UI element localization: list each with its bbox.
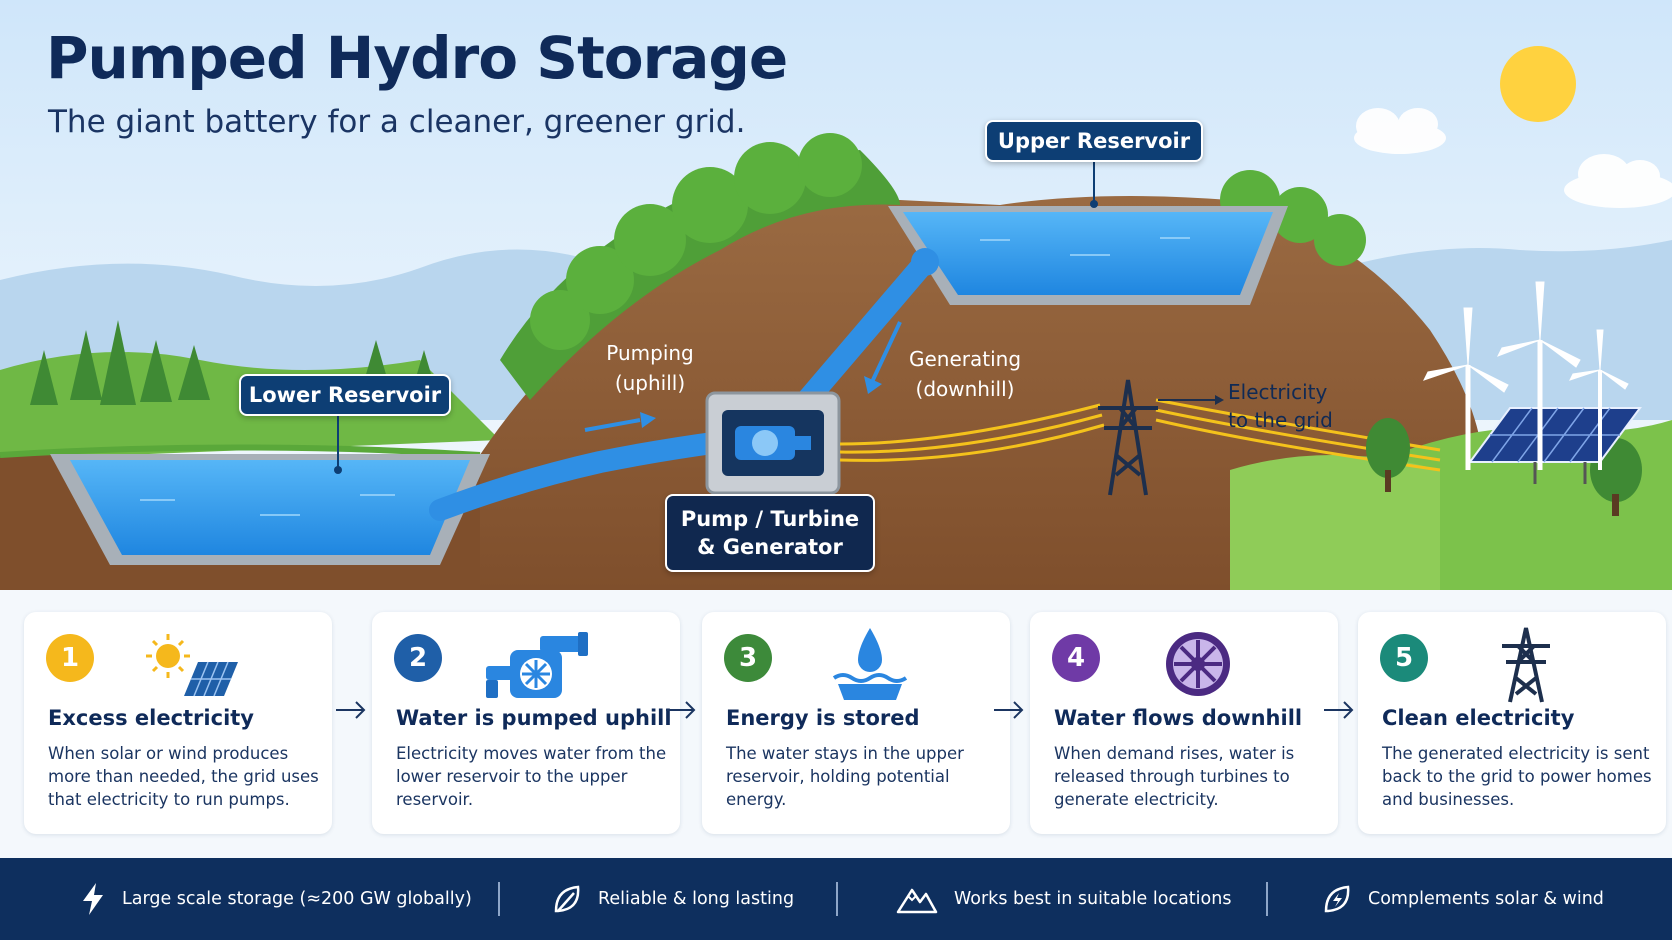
page-subtitle: The giant battery for a cleaner, greener… bbox=[48, 104, 746, 140]
grid-label: Electricity to the grid bbox=[1228, 378, 1378, 434]
feature-item-locations: Works best in suitable locations bbox=[896, 858, 1231, 940]
step-title: Excess electricity bbox=[48, 706, 254, 730]
water-drop-icon bbox=[832, 628, 908, 700]
step-description: When demand rises, water is released thr… bbox=[1054, 744, 1295, 809]
leaf-icon bbox=[554, 885, 580, 913]
generating-label-line2: (downhill) bbox=[915, 377, 1015, 401]
arrow-right-icon bbox=[336, 701, 366, 719]
pumping-label-line1: Pumping bbox=[606, 341, 694, 365]
pump-turbine-icon bbox=[735, 426, 811, 460]
divider bbox=[498, 882, 500, 916]
feature-label: Works best in suitable locations bbox=[954, 889, 1232, 909]
arrow-right-icon bbox=[666, 701, 696, 719]
sun-icon bbox=[1500, 46, 1576, 122]
sun-solar-panel-icon bbox=[146, 634, 238, 697]
feature-bar: Large scale storage (≈200 GW globally) R… bbox=[0, 858, 1672, 940]
feature-item-reliable: Reliable & long lasting bbox=[552, 858, 794, 940]
step-card-1: 1 Excess electricity When solar or wind … bbox=[24, 612, 332, 834]
step-number-badge: 3 bbox=[724, 634, 772, 682]
grid-label-line1: Electricity bbox=[1228, 380, 1328, 404]
step-card-2: 2 Water is pumped uphill Electricity mov… bbox=[372, 612, 680, 834]
pump-turbine-label-line2: & Generator bbox=[697, 535, 843, 559]
transmission-tower-icon bbox=[1502, 627, 1550, 703]
step-description: Electricity moves water from the lower r… bbox=[396, 744, 667, 809]
diagram-scene: Pumped Hydro Storage The giant battery f… bbox=[0, 0, 1672, 590]
feature-item-complements: Complements solar & wind bbox=[1322, 858, 1604, 940]
step-number-badge: 2 bbox=[394, 634, 442, 682]
step-card-3: 3 Energy is stored The water stays in th… bbox=[702, 612, 1010, 834]
step-title: Clean electricity bbox=[1382, 706, 1575, 730]
pumping-label-line2: (uphill) bbox=[614, 371, 686, 395]
landscape-illustration bbox=[0, 0, 1672, 590]
wind-turbine-icon bbox=[1423, 281, 1629, 470]
arrow-right-icon bbox=[994, 701, 1024, 719]
step-number-badge: 4 bbox=[1052, 634, 1100, 682]
divider bbox=[1266, 882, 1268, 916]
step-title: Energy is stored bbox=[726, 706, 920, 730]
pump-turbine-label-line1: Pump / Turbine bbox=[680, 507, 860, 531]
upper-reservoir-label: Upper Reservoir bbox=[985, 120, 1203, 162]
turbine-icon bbox=[1166, 632, 1230, 696]
page-title: Pumped Hydro Storage bbox=[46, 24, 788, 92]
feature-label: Complements solar & wind bbox=[1368, 889, 1604, 909]
pump-turbine-label: Pump / Turbine & Generator bbox=[665, 494, 875, 572]
leaf-bolt-icon bbox=[1324, 885, 1350, 913]
step-number-badge: 5 bbox=[1380, 634, 1428, 682]
feature-label: Reliable & long lasting bbox=[598, 889, 795, 909]
step-description: The water stays in the upper reservoir, … bbox=[726, 744, 964, 809]
solar-panel-icon bbox=[1468, 407, 1642, 484]
pumping-label: Pumping (uphill) bbox=[590, 338, 710, 398]
step-title: Water flows downhill bbox=[1054, 706, 1303, 730]
pump-icon bbox=[486, 632, 588, 698]
feature-item-scale: Large scale storage (≈200 GW globally) bbox=[80, 858, 472, 940]
mountain-icon bbox=[896, 888, 938, 914]
generating-label: Generating (downhill) bbox=[900, 344, 1030, 404]
lower-reservoir-label: Lower Reservoir bbox=[239, 374, 451, 416]
step-card-4: 4 Water flows downhill When demand rises… bbox=[1030, 612, 1338, 834]
divider bbox=[836, 882, 838, 916]
step-title: Water is pumped uphill bbox=[396, 706, 672, 730]
transmission-tower-icon bbox=[1098, 379, 1158, 496]
step-card-5: 5 Clean electricity The generated electr… bbox=[1358, 612, 1666, 834]
arrow-right-icon bbox=[1324, 701, 1354, 719]
step-description: When solar or wind produces more than ne… bbox=[48, 744, 319, 809]
lightning-icon bbox=[83, 883, 103, 915]
generating-label-line1: Generating bbox=[908, 347, 1022, 371]
cloud-icon bbox=[1354, 108, 1672, 208]
step-description: The generated electricity is sent back t… bbox=[1382, 744, 1652, 809]
process-steps: 1 Excess electricity When solar or wind … bbox=[24, 612, 1666, 834]
step-number-badge: 1 bbox=[46, 634, 94, 682]
feature-label: Large scale storage (≈200 GW globally) bbox=[122, 889, 472, 909]
grid-label-line2: to the grid bbox=[1228, 408, 1333, 432]
